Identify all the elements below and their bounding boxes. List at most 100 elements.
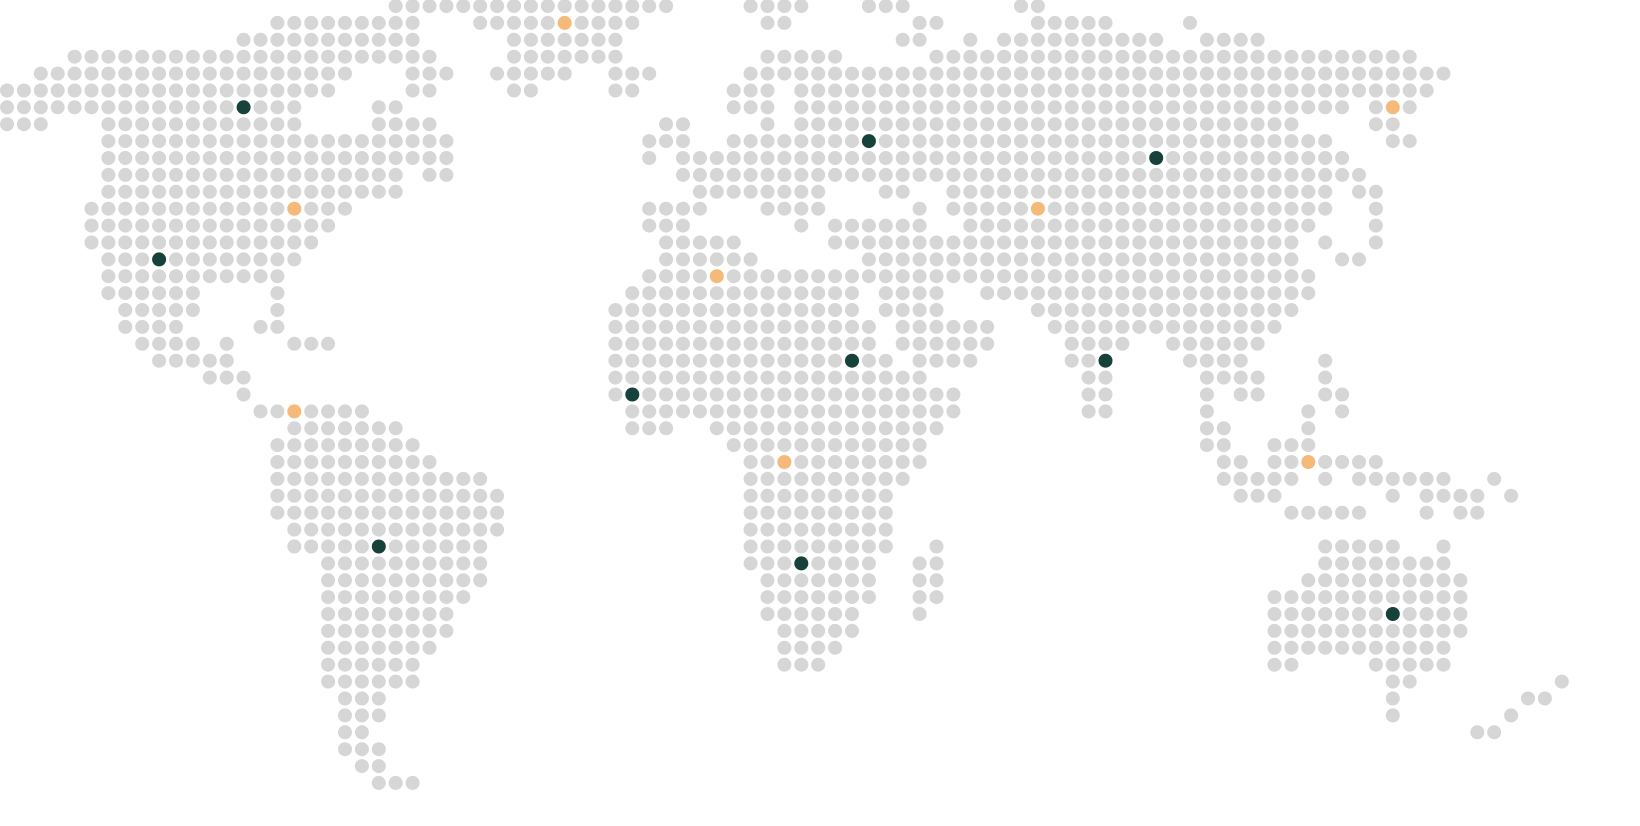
land-dot: [304, 218, 319, 233]
land-dot: [726, 438, 741, 453]
location-marker-orange[interactable]: [777, 455, 792, 469]
land-dot: [287, 151, 302, 165]
land-dot: [997, 252, 1012, 267]
land-dot: [270, 184, 285, 199]
land-dot: [1402, 49, 1417, 64]
land-dot: [659, 319, 674, 334]
location-marker-dark[interactable]: [1149, 151, 1164, 165]
location-marker-orange[interactable]: [1301, 455, 1316, 469]
land-dot: [219, 117, 234, 132]
land-dot: [439, 573, 454, 588]
land-dot: [1081, 184, 1096, 199]
land-dot: [135, 151, 150, 165]
land-dot: [828, 49, 843, 64]
land-dot: [1250, 252, 1265, 267]
location-marker-dark[interactable]: [861, 134, 876, 149]
land-dot: [388, 573, 403, 588]
land-dot: [219, 100, 234, 115]
land-dot: [777, 404, 792, 419]
land-dot: [777, 353, 792, 368]
location-marker-dark[interactable]: [236, 100, 251, 115]
location-marker-dark[interactable]: [794, 556, 809, 571]
land-dot: [287, 505, 302, 520]
land-dot: [676, 353, 690, 368]
land-dot: [794, 117, 809, 132]
land-dot: [676, 404, 690, 419]
land-dot: [1199, 218, 1214, 233]
land-dot: [828, 522, 843, 537]
location-marker-dark[interactable]: [1098, 353, 1113, 368]
land-dot: [287, 100, 302, 115]
land-dot: [1098, 167, 1113, 182]
land-dot: [811, 657, 826, 672]
land-dot: [321, 471, 336, 486]
location-marker-orange[interactable]: [557, 15, 572, 30]
land-dot: [1064, 184, 1079, 199]
land-dot: [997, 235, 1012, 250]
land-dot: [1385, 539, 1400, 554]
land-dot: [354, 708, 369, 723]
land-dot: [676, 370, 690, 385]
land-dot: [304, 83, 319, 98]
land-dot: [1047, 319, 1062, 334]
location-marker-dark[interactable]: [371, 539, 386, 554]
location-marker-orange[interactable]: [287, 404, 302, 419]
land-dot: [1047, 49, 1062, 64]
land-dot: [1352, 83, 1366, 98]
land-dot: [422, 167, 437, 182]
land-dot: [1250, 387, 1265, 402]
land-dot: [1284, 590, 1299, 605]
land-dot: [811, 303, 826, 317]
land-dot: [101, 100, 116, 115]
land-dot: [861, 269, 876, 284]
land-dot: [371, 708, 386, 723]
land-dot: [185, 184, 200, 199]
land-dot: [625, 0, 640, 13]
land-dot: [338, 471, 352, 486]
land-dot: [1318, 505, 1333, 520]
land-dot: [726, 252, 741, 267]
land-dot: [50, 100, 65, 115]
land-dot: [253, 319, 268, 334]
land-dot: [642, 134, 657, 149]
land-dot: [878, 252, 893, 267]
land-dot: [760, 590, 775, 605]
location-marker-orange[interactable]: [1030, 201, 1045, 216]
land-dot: [354, 438, 369, 453]
location-marker-orange[interactable]: [709, 269, 724, 284]
land-dot: [1233, 134, 1248, 149]
land-dot: [304, 32, 319, 47]
land-dot: [1402, 590, 1417, 605]
land-dot: [878, 269, 893, 284]
land-dot: [1267, 488, 1282, 503]
location-marker-dark[interactable]: [152, 252, 167, 267]
land-dot: [895, 286, 910, 301]
land-dot: [743, 319, 758, 334]
land-dot: [980, 151, 995, 165]
land-dot: [692, 151, 707, 165]
land-dot: [1267, 286, 1282, 301]
land-dot: [794, 471, 809, 486]
land-dot: [845, 167, 859, 182]
land-dot: [405, 640, 420, 655]
location-marker-orange[interactable]: [287, 201, 302, 216]
land-dot: [118, 134, 133, 149]
land-dot: [1335, 505, 1350, 520]
land-dot: [371, 590, 386, 605]
land-dot: [1267, 438, 1282, 453]
land-dot: [338, 674, 352, 689]
land-dot: [456, 573, 471, 588]
location-marker-dark[interactable]: [625, 387, 640, 402]
land-dot: [912, 167, 927, 182]
land-dot: [1301, 218, 1316, 233]
land-dot: [321, 522, 336, 537]
land-dot: [152, 269, 167, 284]
land-dot: [895, 455, 910, 469]
land-dot: [895, 303, 910, 317]
location-marker-orange[interactable]: [1385, 100, 1400, 115]
location-marker-dark[interactable]: [1385, 607, 1400, 621]
land-dot: [1318, 590, 1333, 605]
location-marker-dark[interactable]: [845, 353, 859, 368]
land-dot: [321, 623, 336, 638]
land-dot: [1419, 623, 1434, 638]
